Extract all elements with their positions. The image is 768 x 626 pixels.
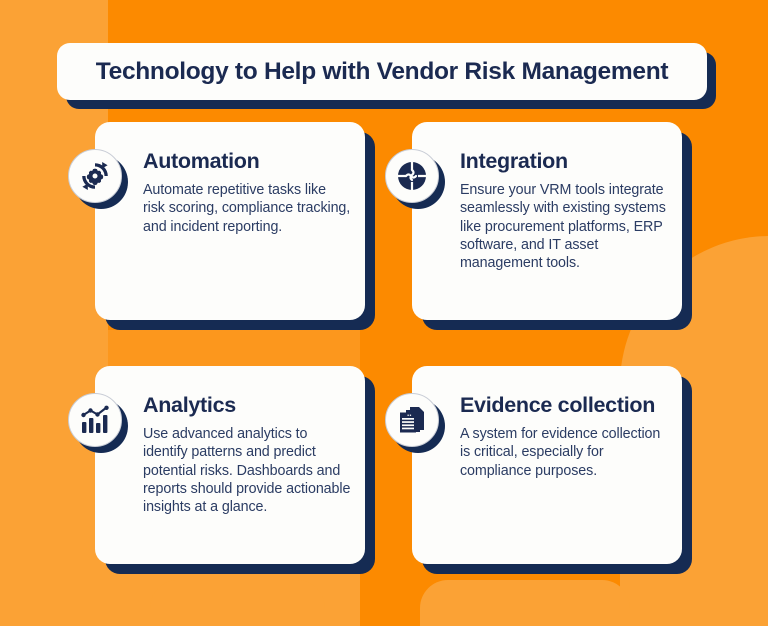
background-bottom-tab-1 [150,580,325,626]
card-title: Analytics [143,393,236,417]
card-content: Integration Ensure your VRM tools integr… [460,148,668,272]
card-integration: Integration Ensure your VRM tools integr… [385,122,692,330]
card-content: Evidence collection A system for evidenc… [460,392,668,480]
card-surface [412,122,682,320]
card-title: Automation [143,149,260,173]
title-bar: Technology to Help with Vendor Risk Mana… [57,43,707,100]
card-description: Ensure your VRM tools integrate seamless… [460,182,666,271]
page-title-banner: Technology to Help with Vendor Risk Mana… [57,43,716,109]
card-surface [95,122,365,320]
card-title: Evidence collection [460,393,656,417]
card-description: Use advanced analytics to identify patte… [143,426,351,515]
card-description: A system for evidence collection is crit… [460,426,661,479]
bar-chart-trend-icon [68,393,122,447]
card-analytics: Analytics Use advanced analytics to iden… [68,366,375,574]
puzzle-circle-icon [385,149,439,203]
background-bottom-tab-2 [420,580,630,626]
card-title: Integration [460,149,568,173]
card-surface [412,366,682,564]
gear-refresh-icon [68,149,122,203]
page-title: Technology to Help with Vendor Risk Mana… [95,57,669,85]
documents-stack-icon [385,393,439,447]
card-content: Analytics Use advanced analytics to iden… [143,392,351,516]
card-automation: Automation Automate repetitive tasks lik… [68,122,375,330]
card-surface [95,366,365,564]
card-evidence: Evidence collection A system for evidenc… [385,366,692,574]
card-content: Automation Automate repetitive tasks lik… [143,148,351,236]
card-description: Automate repetitive tasks like risk scor… [143,182,351,235]
